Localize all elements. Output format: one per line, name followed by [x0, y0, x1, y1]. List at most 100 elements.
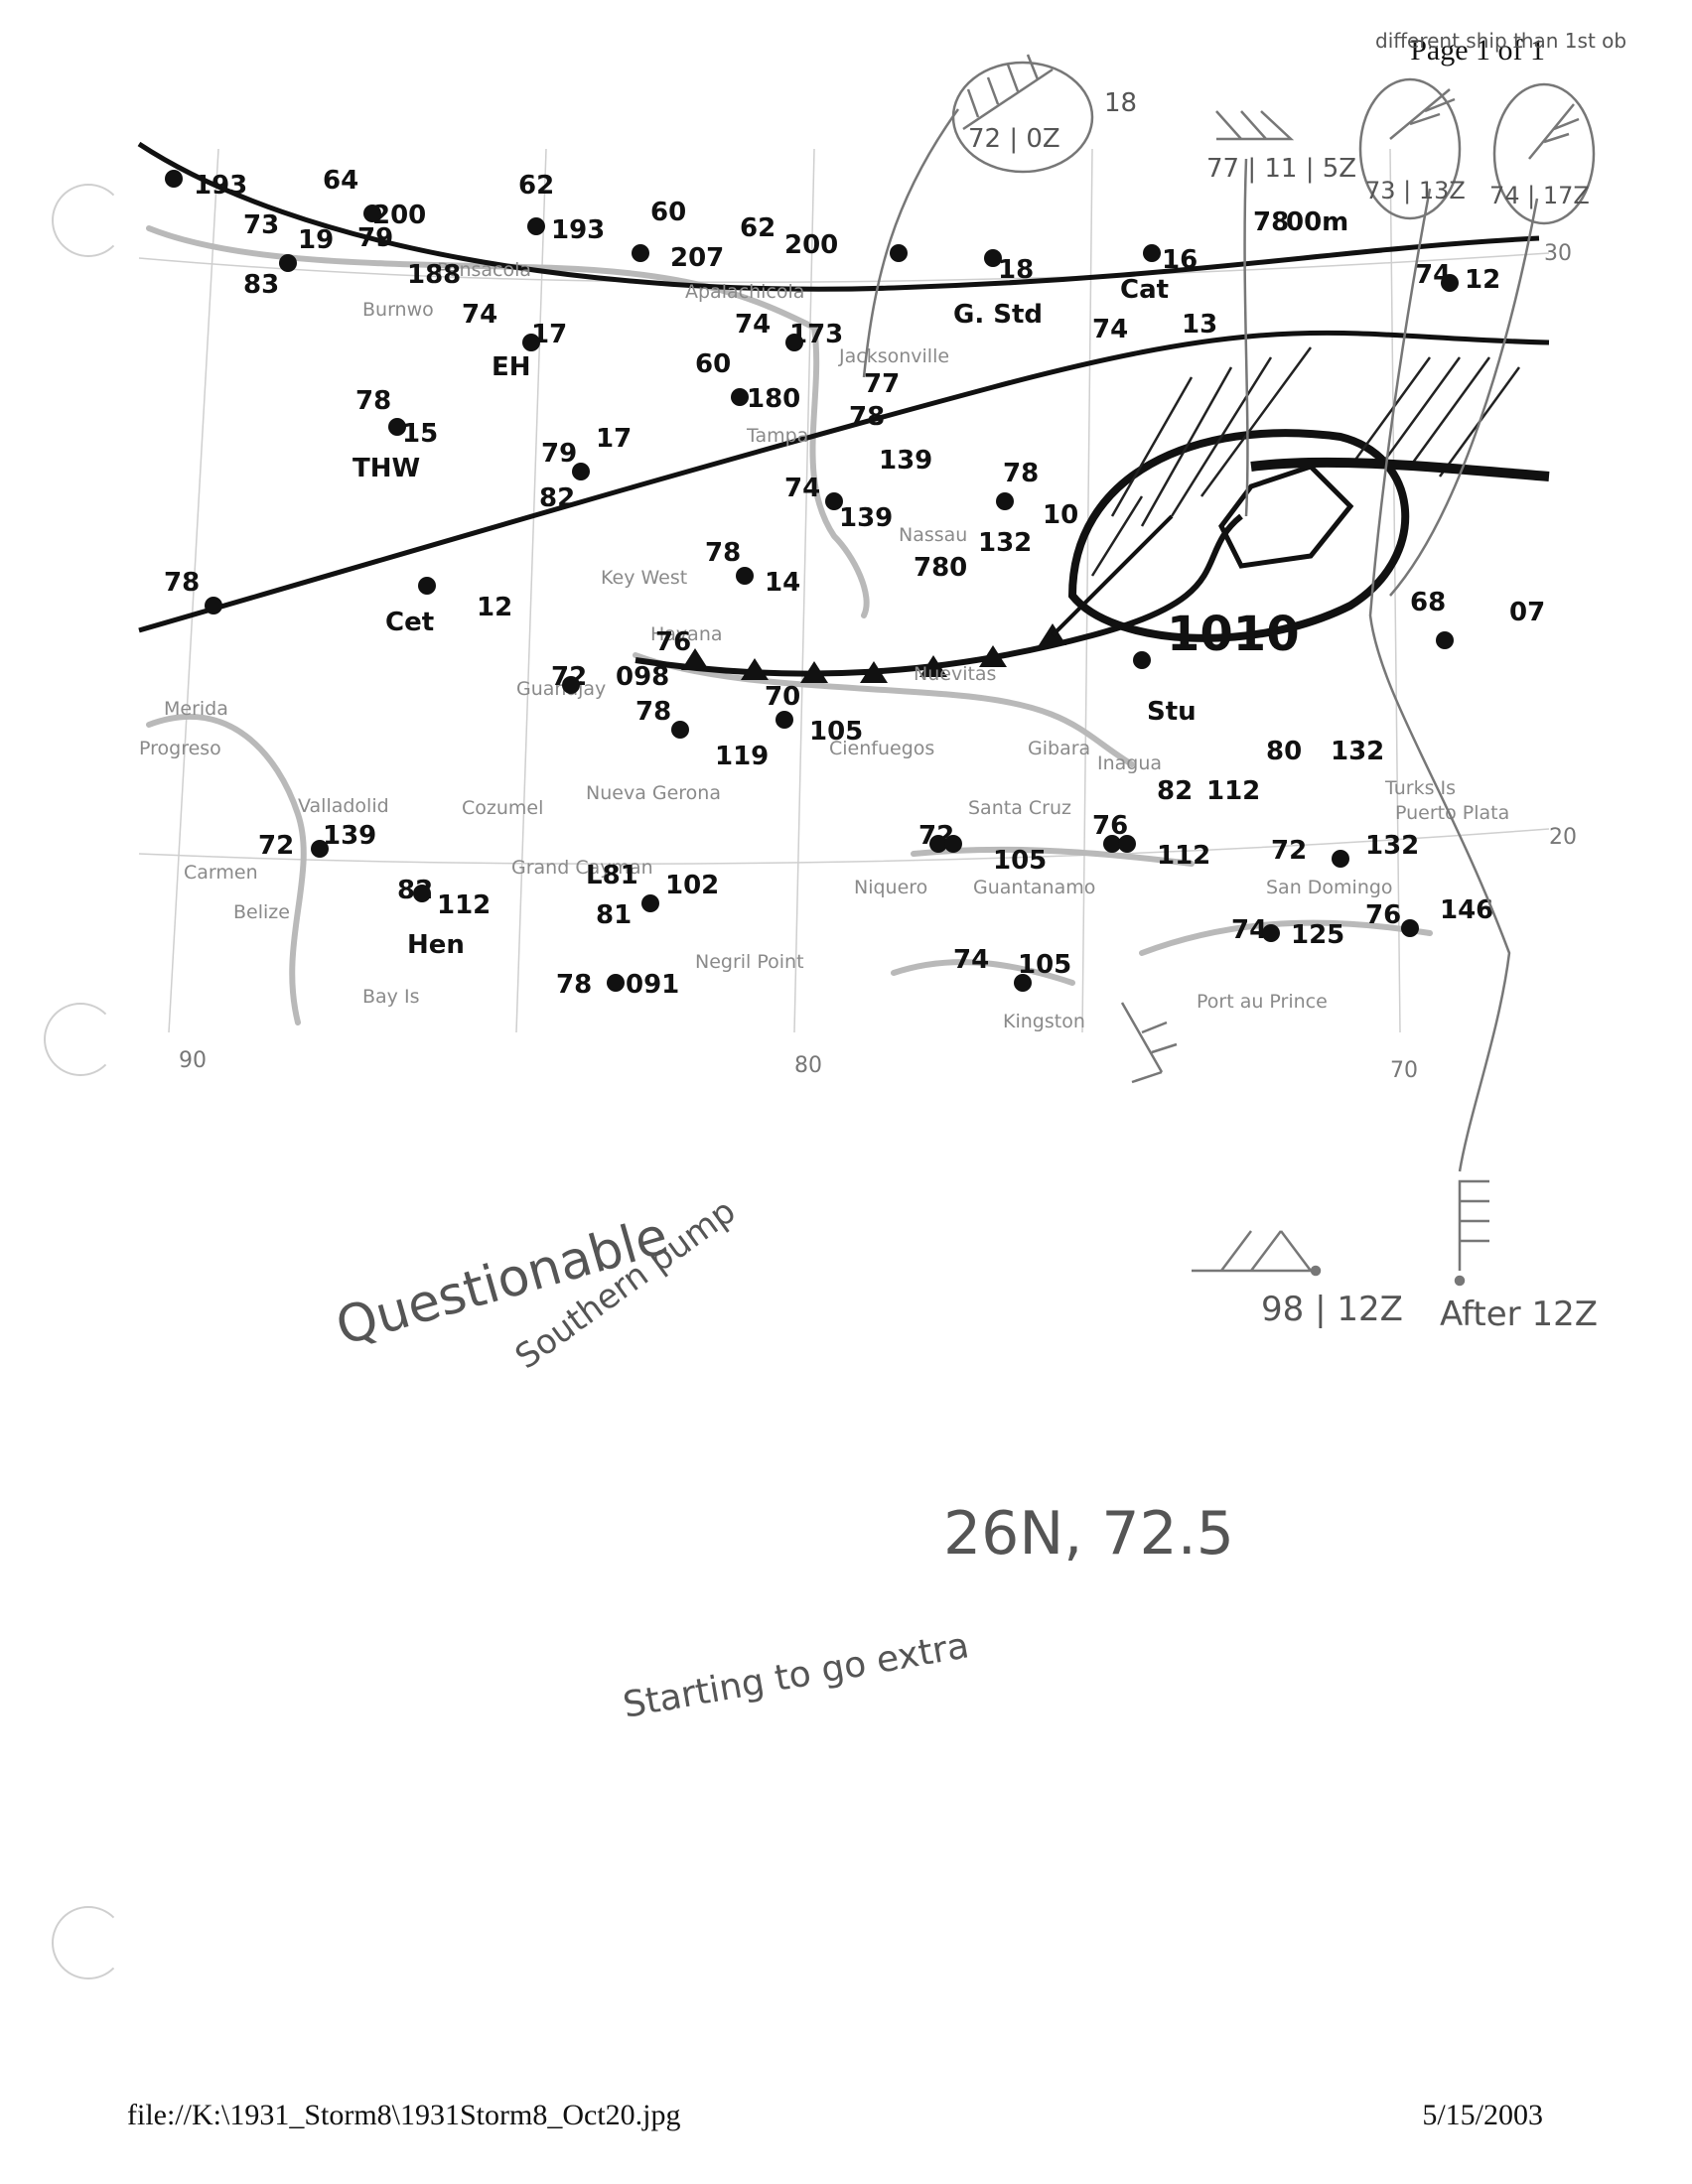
station-label: 112 [437, 890, 491, 920]
station-label: Cet [385, 608, 434, 637]
file-path: file://K:\1931_Storm8\1931Storm8_Oct20.j… [127, 2099, 681, 2131]
station-label: 180 [747, 384, 800, 414]
station-label: 091 [626, 970, 679, 1000]
note-ship-0z-value: 18 [1104, 88, 1137, 118]
station-dot [413, 885, 431, 902]
ship-track [1368, 188, 1511, 1172]
station-dot [641, 894, 659, 912]
station-dot [1143, 244, 1161, 262]
front-line-middle [138, 330, 1550, 633]
station-label: 74 [735, 310, 771, 340]
station-label: 78 [164, 568, 200, 598]
station-label: 16 [1162, 245, 1198, 275]
station-dot [825, 492, 843, 510]
longitude-label: 30 [1544, 241, 1572, 266]
station-dot [1014, 974, 1032, 992]
station-dot [1118, 835, 1136, 853]
note-after-12z: After 12Z [1440, 1295, 1598, 1334]
wind-barb [962, 54, 1054, 131]
pressure-label: 1010 [1167, 607, 1300, 662]
station-label: 132 [1365, 831, 1419, 861]
place-name: Nassau [899, 524, 967, 546]
station-dot [205, 597, 222, 614]
place-name: Havana [650, 623, 723, 645]
station-label: 78 [355, 386, 391, 416]
station-dot [388, 418, 406, 436]
station-label: 18 [998, 255, 1034, 285]
place-name: Progreso [139, 738, 221, 759]
place-name: Nuevitas [914, 663, 996, 685]
station-dot [731, 388, 749, 406]
station-label: 00m [1286, 207, 1348, 237]
station-dot [776, 711, 793, 729]
station-dot [311, 840, 329, 858]
note-position: 26N, 72.5 [943, 1499, 1234, 1569]
place-name: Inagua [1097, 752, 1162, 774]
place-name: Niquero [854, 877, 927, 898]
station-dot [527, 217, 545, 235]
station-dot [996, 492, 1014, 510]
station-label: 105 [993, 846, 1047, 876]
note-ship-5z: 77 | 11 | 5Z [1206, 154, 1356, 184]
ship-track [862, 108, 960, 378]
place-name: Valladolid [298, 795, 389, 817]
station-dot [984, 249, 1002, 267]
station-label: 188 [407, 260, 461, 290]
station-label: 146 [1440, 895, 1493, 925]
station-label: 78 [849, 402, 885, 432]
station-label: 78 [556, 970, 592, 1000]
place-name: Nueva Gerona [586, 782, 721, 804]
station-label: 82 [1157, 776, 1193, 806]
note-ship-12z: 98 | 12Z [1261, 1290, 1403, 1329]
station-label: 139 [323, 821, 376, 851]
place-name: Key West [601, 567, 687, 589]
place-name: Turks Is [1384, 777, 1456, 799]
station-label: 78 [635, 697, 671, 727]
station-dot [785, 334, 803, 351]
map-background [138, 148, 1550, 1033]
station-dot [1401, 919, 1419, 937]
station-label: 77 [864, 369, 900, 399]
station-label: 80 [1266, 737, 1302, 766]
station-label: 78 [705, 538, 741, 568]
station-label: 098 [616, 662, 669, 692]
station-label: 112 [1206, 776, 1260, 806]
station-dot [736, 567, 754, 585]
place-name: Tampa [746, 425, 808, 447]
place-name: Cozumel [462, 797, 543, 819]
station-label: 74 [1231, 915, 1267, 945]
station-label: 79 [541, 439, 577, 469]
station-dot [671, 721, 689, 739]
station-label: 119 [715, 742, 769, 771]
note-starting-extra: Starting to go extra [620, 1625, 972, 1726]
place-name: Guantanamo [973, 877, 1095, 898]
annotation-ellipse [1358, 77, 1462, 220]
station-label: 73 [243, 210, 279, 240]
station-label: Hen [407, 930, 465, 960]
place-name: Kingston [1003, 1011, 1085, 1032]
station-label: 83 [243, 270, 279, 300]
longitude-label: 20 [1549, 825, 1577, 850]
station-dots [165, 170, 1459, 992]
front-tooth [681, 648, 709, 670]
station-label: 139 [839, 503, 893, 533]
station-dot [1133, 651, 1151, 669]
place-name: Bay Is [362, 986, 419, 1008]
longitude-label: 80 [794, 1053, 822, 1078]
station-label: 72 [258, 831, 294, 861]
place-name: Grand Cayman [511, 857, 653, 879]
station-label: 17 [596, 424, 632, 454]
station-label: 70 [765, 682, 800, 712]
place-name: Pensacola [437, 259, 531, 281]
station-label: 78 [1253, 207, 1289, 237]
station-label: Cat [1120, 275, 1169, 305]
station-label: 200 [784, 230, 838, 260]
station-label: Stu [1147, 697, 1197, 727]
wind-barb-12z [1192, 1230, 1314, 1273]
place-name: Apalachicola [685, 281, 804, 303]
station-dot [1103, 835, 1121, 853]
front-tooth [741, 658, 769, 680]
front-tooth [800, 661, 828, 683]
